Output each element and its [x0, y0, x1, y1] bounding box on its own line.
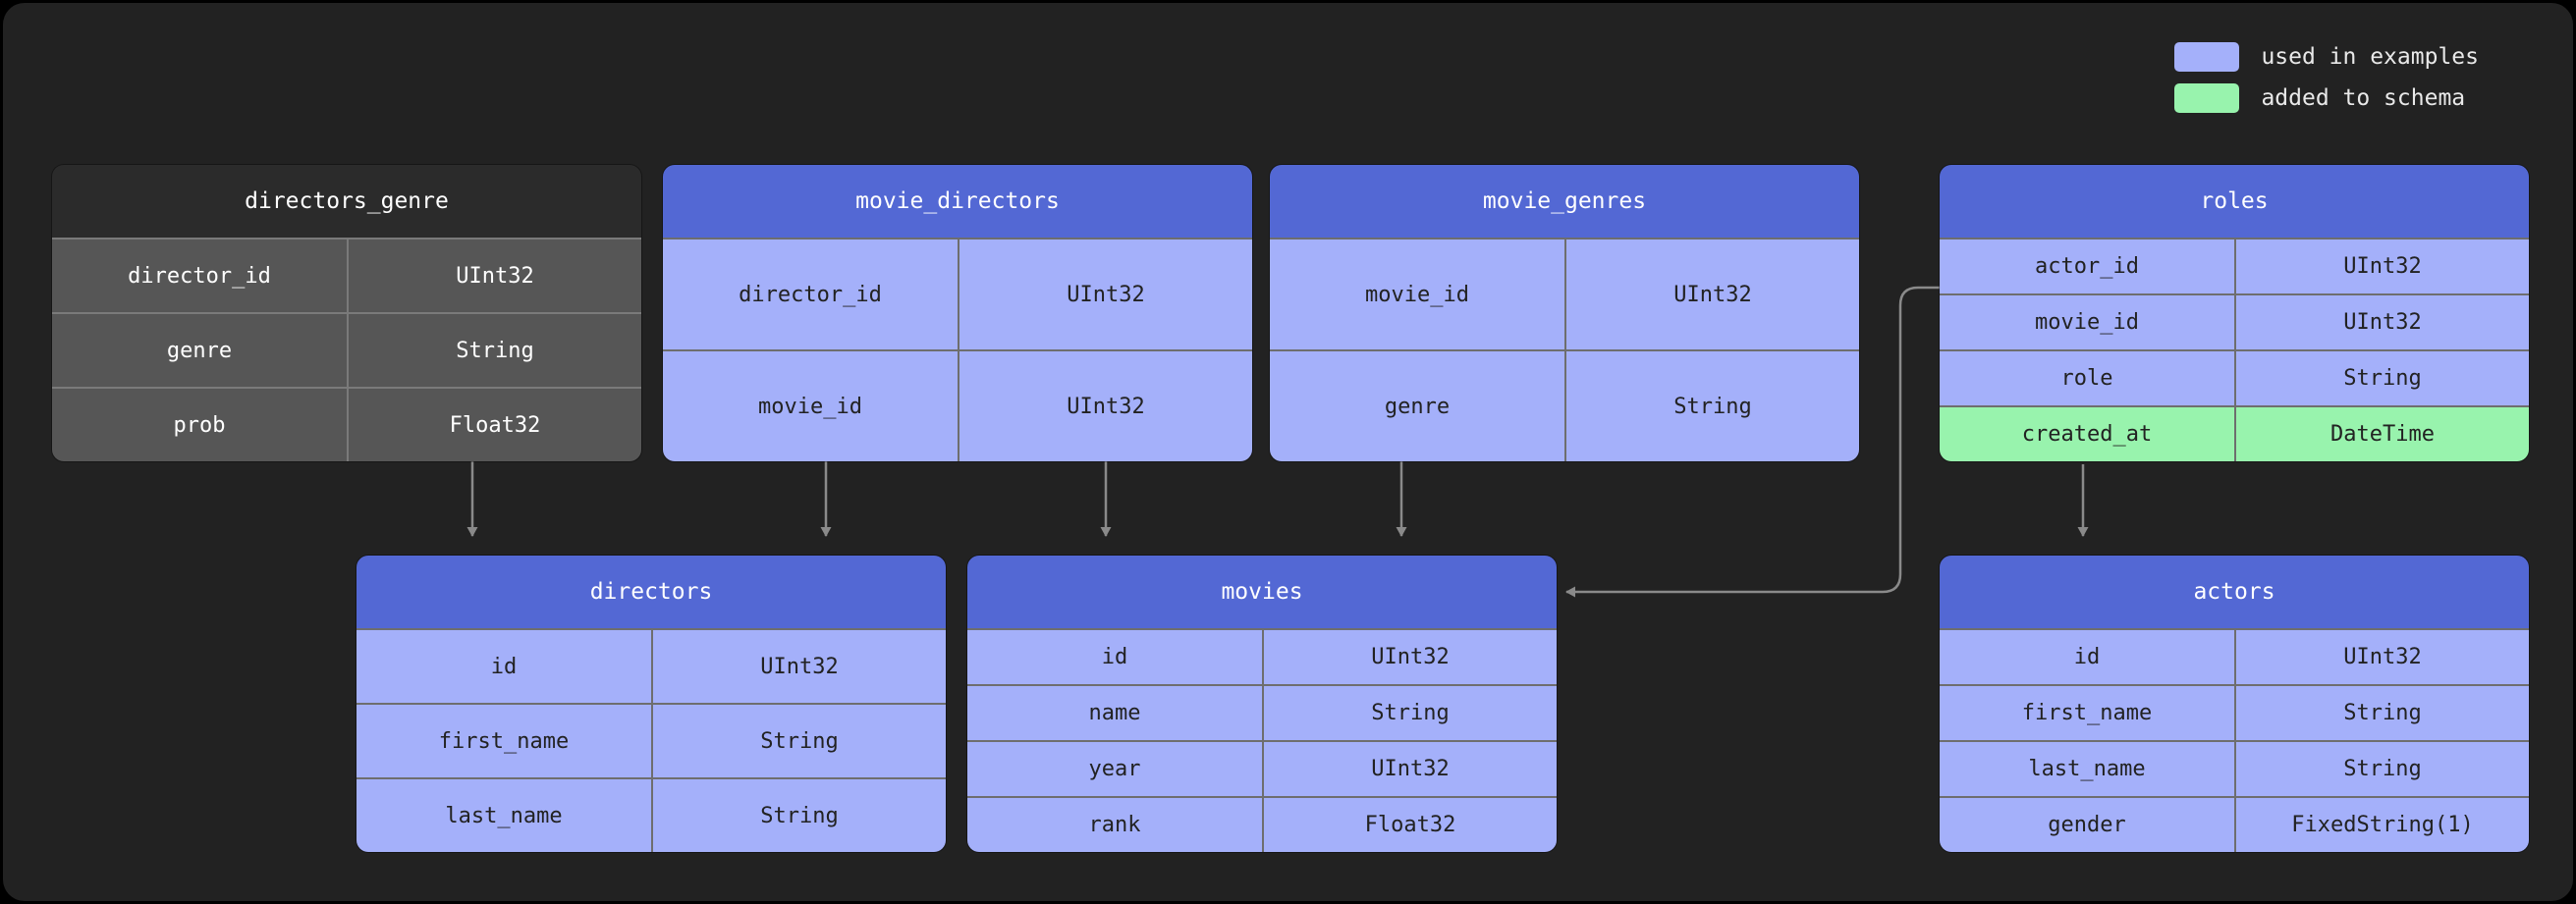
table-title-directors-genre: directors_genre	[52, 165, 641, 238]
column-type: String	[651, 703, 946, 777]
column-name: id	[356, 628, 651, 703]
table-row[interactable]: prob Float32	[52, 387, 641, 461]
swatch-used-in-examples	[2174, 42, 2240, 72]
legend-label-added-to-schema: added to schema	[2261, 85, 2466, 111]
diagram-canvas: used in examples added to schema directo…	[3, 3, 2573, 901]
column-type: UInt32	[1564, 238, 1859, 349]
column-name: movie_id	[1940, 293, 2234, 349]
table-movies[interactable]: movies id UInt32 name String year UInt32…	[967, 556, 1557, 852]
column-name: movie_id	[663, 349, 958, 461]
column-name: last_name	[356, 777, 651, 852]
column-name: name	[967, 684, 1262, 740]
column-type: UInt32	[2234, 238, 2529, 293]
table-title-directors: directors	[356, 556, 946, 628]
table-directors[interactable]: directors id UInt32 first_name String la…	[356, 556, 946, 852]
swatch-added-to-schema	[2174, 83, 2240, 113]
column-type: DateTime	[2234, 405, 2529, 461]
legend-item-used-in-examples: used in examples	[2174, 42, 2479, 72]
column-type: String	[651, 777, 946, 852]
column-type: UInt32	[651, 628, 946, 703]
column-type: String	[2234, 684, 2529, 740]
table-title-movie-genres: movie_genres	[1270, 165, 1859, 238]
column-name: role	[1940, 349, 2234, 405]
table-row[interactable]: rank Float32	[967, 796, 1557, 852]
table-row[interactable]: movie_id UInt32	[1940, 293, 2529, 349]
column-name: genre	[52, 312, 347, 387]
column-type: String	[2234, 740, 2529, 796]
column-type: UInt32	[2234, 628, 2529, 684]
table-row[interactable]: movie_id UInt32	[1270, 238, 1859, 349]
column-type: FixedString(1)	[2234, 796, 2529, 852]
legend-label-used-in-examples: used in examples	[2261, 44, 2479, 70]
table-row[interactable]: genre String	[52, 312, 641, 387]
table-row[interactable]: first_name String	[1940, 684, 2529, 740]
table-title-movie-directors: movie_directors	[663, 165, 1252, 238]
table-row[interactable]: director_id UInt32	[663, 238, 1252, 349]
column-name: prob	[52, 387, 347, 461]
column-type: UInt32	[1262, 628, 1557, 684]
column-type: UInt32	[1262, 740, 1557, 796]
column-name: movie_id	[1270, 238, 1564, 349]
column-type: String	[2234, 349, 2529, 405]
table-roles[interactable]: roles actor_id UInt32 movie_id UInt32 ro…	[1940, 165, 2529, 461]
column-name: rank	[967, 796, 1262, 852]
table-row[interactable]: last_name String	[356, 777, 946, 852]
table-row[interactable]: actor_id UInt32	[1940, 238, 2529, 293]
column-name: created_at	[1940, 405, 2234, 461]
column-name: year	[967, 740, 1262, 796]
column-name: director_id	[52, 238, 347, 312]
table-row[interactable]: last_name String	[1940, 740, 2529, 796]
table-movie-directors[interactable]: movie_directors director_id UInt32 movie…	[663, 165, 1252, 461]
column-name: gender	[1940, 796, 2234, 852]
column-type: UInt32	[347, 238, 641, 312]
table-row[interactable]: id UInt32	[1940, 628, 2529, 684]
column-type: UInt32	[2234, 293, 2529, 349]
table-title-movies: movies	[967, 556, 1557, 628]
column-name: id	[1940, 628, 2234, 684]
table-row[interactable]: id UInt32	[967, 628, 1557, 684]
column-name: first_name	[356, 703, 651, 777]
column-type: String	[1262, 684, 1557, 740]
table-row[interactable]: genre String	[1270, 349, 1859, 461]
legend-item-added-to-schema: added to schema	[2174, 83, 2479, 113]
column-name: id	[967, 628, 1262, 684]
table-directors-genre[interactable]: directors_genre director_id UInt32 genre…	[52, 165, 641, 461]
column-type: String	[1564, 349, 1859, 461]
column-type: String	[347, 312, 641, 387]
column-type: UInt32	[958, 349, 1252, 461]
legend: used in examples added to schema	[2174, 42, 2479, 113]
column-name: director_id	[663, 238, 958, 349]
table-row[interactable]: name String	[967, 684, 1557, 740]
table-row[interactable]: role String	[1940, 349, 2529, 405]
table-row-added[interactable]: created_at DateTime	[1940, 405, 2529, 461]
table-row[interactable]: year UInt32	[967, 740, 1557, 796]
column-type: Float32	[1262, 796, 1557, 852]
column-name: first_name	[1940, 684, 2234, 740]
table-row[interactable]: id UInt32	[356, 628, 946, 703]
column-type: Float32	[347, 387, 641, 461]
table-title-roles: roles	[1940, 165, 2529, 238]
table-row[interactable]: first_name String	[356, 703, 946, 777]
column-type: UInt32	[958, 238, 1252, 349]
table-row[interactable]: gender FixedString(1)	[1940, 796, 2529, 852]
column-name: actor_id	[1940, 238, 2234, 293]
table-movie-genres[interactable]: movie_genres movie_id UInt32 genre Strin…	[1270, 165, 1859, 461]
column-name: last_name	[1940, 740, 2234, 796]
table-row[interactable]: movie_id UInt32	[663, 349, 1252, 461]
table-actors[interactable]: actors id UInt32 first_name String last_…	[1940, 556, 2529, 852]
table-title-actors: actors	[1940, 556, 2529, 628]
column-name: genre	[1270, 349, 1564, 461]
table-row[interactable]: director_id UInt32	[52, 238, 641, 312]
